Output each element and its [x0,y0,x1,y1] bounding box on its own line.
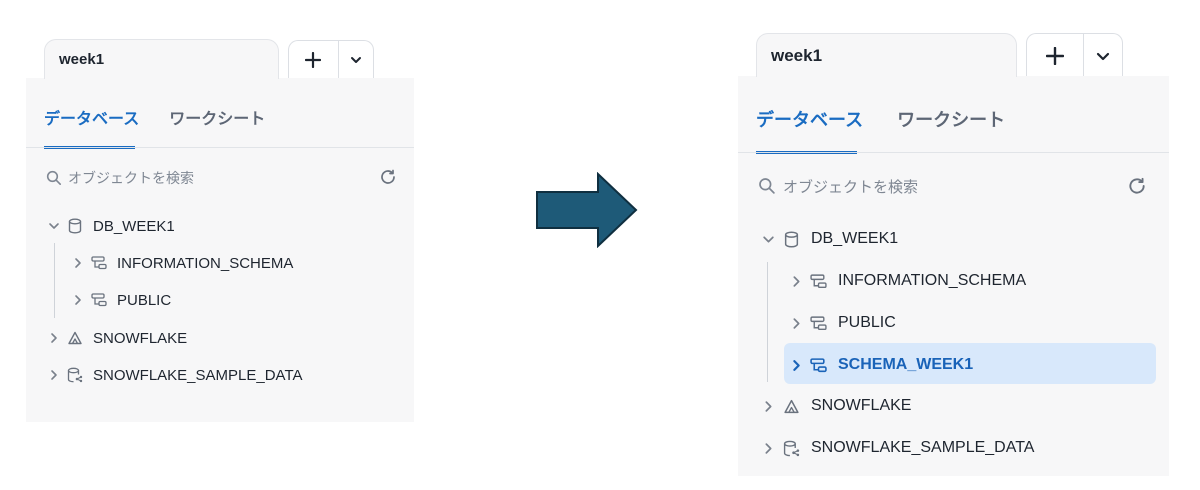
tree-item-label: SCHEMA_WEEK1 [838,356,974,373]
schema-icon [809,357,827,373]
worksheet-tab-after[interactable]: week1 [756,33,1017,77]
search-input[interactable]: オブジェクトを検索 [783,178,919,196]
explorer-panel-before [26,78,414,422]
tab-dropdown-button[interactable] [337,41,373,78]
tree-item-information-schema[interactable]: INFORMATION_SCHEMA [788,270,1026,292]
tabs-divider [26,147,414,148]
tree-item-schema-week1[interactable]: SCHEMA_WEEK1 [788,354,973,376]
shared-database-icon [782,440,800,457]
tree-item-label: DB_WEEK1 [811,230,899,247]
object-search[interactable]: オブジェクトを検索 [46,168,194,188]
tab-dropdown-button[interactable] [1082,34,1122,76]
worksheet-tab-before[interactable]: week1 [44,39,279,79]
tab-database[interactable]: データベース [44,111,140,128]
chevron-right-icon[interactable] [71,257,85,269]
tab-worksheet[interactable]: ワークシート [897,110,1006,130]
explorer-panel-after [738,76,1169,476]
refresh-icon[interactable] [379,168,397,186]
tree-item-label: PUBLIC [838,314,896,331]
chevron-down-icon [1096,52,1110,60]
shared-database-icon [67,367,83,383]
schema-icon [91,293,107,307]
tree-item-db-week1[interactable]: DB_WEEK1 [760,228,898,250]
search-input[interactable]: オブジェクトを検索 [68,170,194,186]
snowflake-share-icon [67,331,83,345]
tree-item-label: SNOWFLAKE [811,397,912,414]
tab-actions-after [1026,33,1123,76]
chevron-right-icon[interactable] [47,369,61,381]
add-tab-button[interactable] [1027,34,1083,76]
tab-worksheet[interactable]: ワークシート [169,111,266,128]
right-arrow-icon [536,171,638,249]
tree-item-information-schema[interactable]: INFORMATION_SCHEMA [71,253,293,273]
tree-item-public[interactable]: PUBLIC [788,312,896,334]
database-icon [782,231,800,248]
tree-item-label: SNOWFLAKE_SAMPLE_DATA [93,366,303,384]
tabs-divider [738,152,1169,153]
chevron-right-icon[interactable] [788,359,804,372]
add-tab-button[interactable] [289,41,338,78]
tree-item-label: INFORMATION_SCHEMA [117,254,294,272]
chevron-right-icon[interactable] [760,400,776,413]
chevron-right-icon[interactable] [788,275,804,288]
tree-item-public[interactable]: PUBLIC [71,290,171,310]
tab-label: week1 [59,51,105,68]
tree-item-label: DB_WEEK1 [93,217,175,235]
tree-item-snowflake-sample-data[interactable]: SNOWFLAKE_SAMPLE_DATA [760,437,1034,459]
tree-item-label: SNOWFLAKE [93,329,188,347]
tree-item-label: SNOWFLAKE_SAMPLE_DATA [811,439,1035,456]
selected-row-highlight [784,343,1156,384]
tree-item-snowflake[interactable]: SNOWFLAKE [47,328,187,348]
plus-icon [305,52,322,68]
tree-item-snowflake-sample-data[interactable]: SNOWFLAKE_SAMPLE_DATA [47,365,303,385]
tab-database[interactable]: データベース [756,110,864,130]
chevron-down-icon[interactable] [760,233,776,246]
chevron-down-icon[interactable] [47,220,61,232]
tree-guide-line [54,243,55,318]
search-icon [46,170,62,186]
chevron-right-icon[interactable] [71,294,85,306]
tree-guide-line [767,262,768,382]
refresh-icon[interactable] [1127,176,1147,196]
transition-arrow [536,171,638,253]
tree-item-db-week1[interactable]: DB_WEEK1 [47,216,175,236]
database-icon [67,218,83,234]
tree-item-label: INFORMATION_SCHEMA [838,272,1027,289]
chevron-down-icon [350,57,361,63]
schema-icon [91,256,107,270]
chevron-right-icon[interactable] [788,317,804,330]
object-search[interactable]: オブジェクトを検索 [758,175,918,197]
tree-item-label: PUBLIC [117,291,172,309]
search-icon [758,177,776,195]
chevron-right-icon[interactable] [47,332,61,344]
snowflake-share-icon [782,399,800,414]
tree-item-snowflake[interactable]: SNOWFLAKE [760,395,911,417]
schema-icon [809,315,827,331]
plus-icon [1045,46,1064,65]
tab-label: week1 [771,45,823,65]
schema-icon [809,273,827,289]
chevron-right-icon[interactable] [760,442,776,455]
tab-actions-before [288,40,374,78]
